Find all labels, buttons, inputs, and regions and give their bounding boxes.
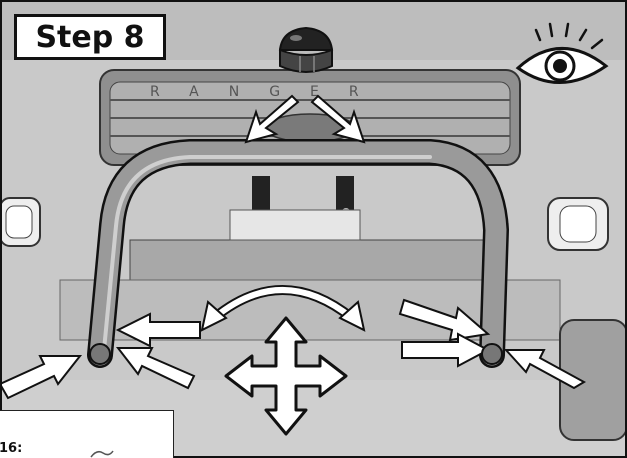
arrow-left-lower-right <box>115 347 196 390</box>
four-way-move-icon <box>224 316 348 436</box>
license-plate-mount <box>229 209 361 241</box>
arrow-right-lower <box>503 349 587 390</box>
svg-text:RANGER: RANGER <box>150 84 389 100</box>
arrow-left-upper <box>115 312 201 348</box>
bar-foot-right <box>481 343 503 365</box>
step-label: Step 8 <box>35 19 145 55</box>
lower-grille <box>129 239 501 281</box>
nudge-bar <box>87 139 509 368</box>
step-label-box: Step 8 <box>14 14 166 60</box>
arrow-down-right <box>310 94 366 144</box>
fog-light-left <box>0 197 41 247</box>
arrow-left-lower-left <box>0 355 83 400</box>
note-label: 16: <box>0 441 23 456</box>
eye-icon <box>515 22 609 84</box>
tool-icon <box>90 450 114 458</box>
cap-nut-icon <box>278 26 334 73</box>
arrow-right-upper <box>398 298 491 342</box>
arrow-down-left <box>244 94 300 144</box>
rotate-arc-icon <box>200 285 366 332</box>
bar-foot-left <box>89 343 111 365</box>
arrow-right-middle <box>401 332 491 368</box>
note-box: 16: <box>0 410 174 458</box>
fog-light-right <box>547 197 609 251</box>
